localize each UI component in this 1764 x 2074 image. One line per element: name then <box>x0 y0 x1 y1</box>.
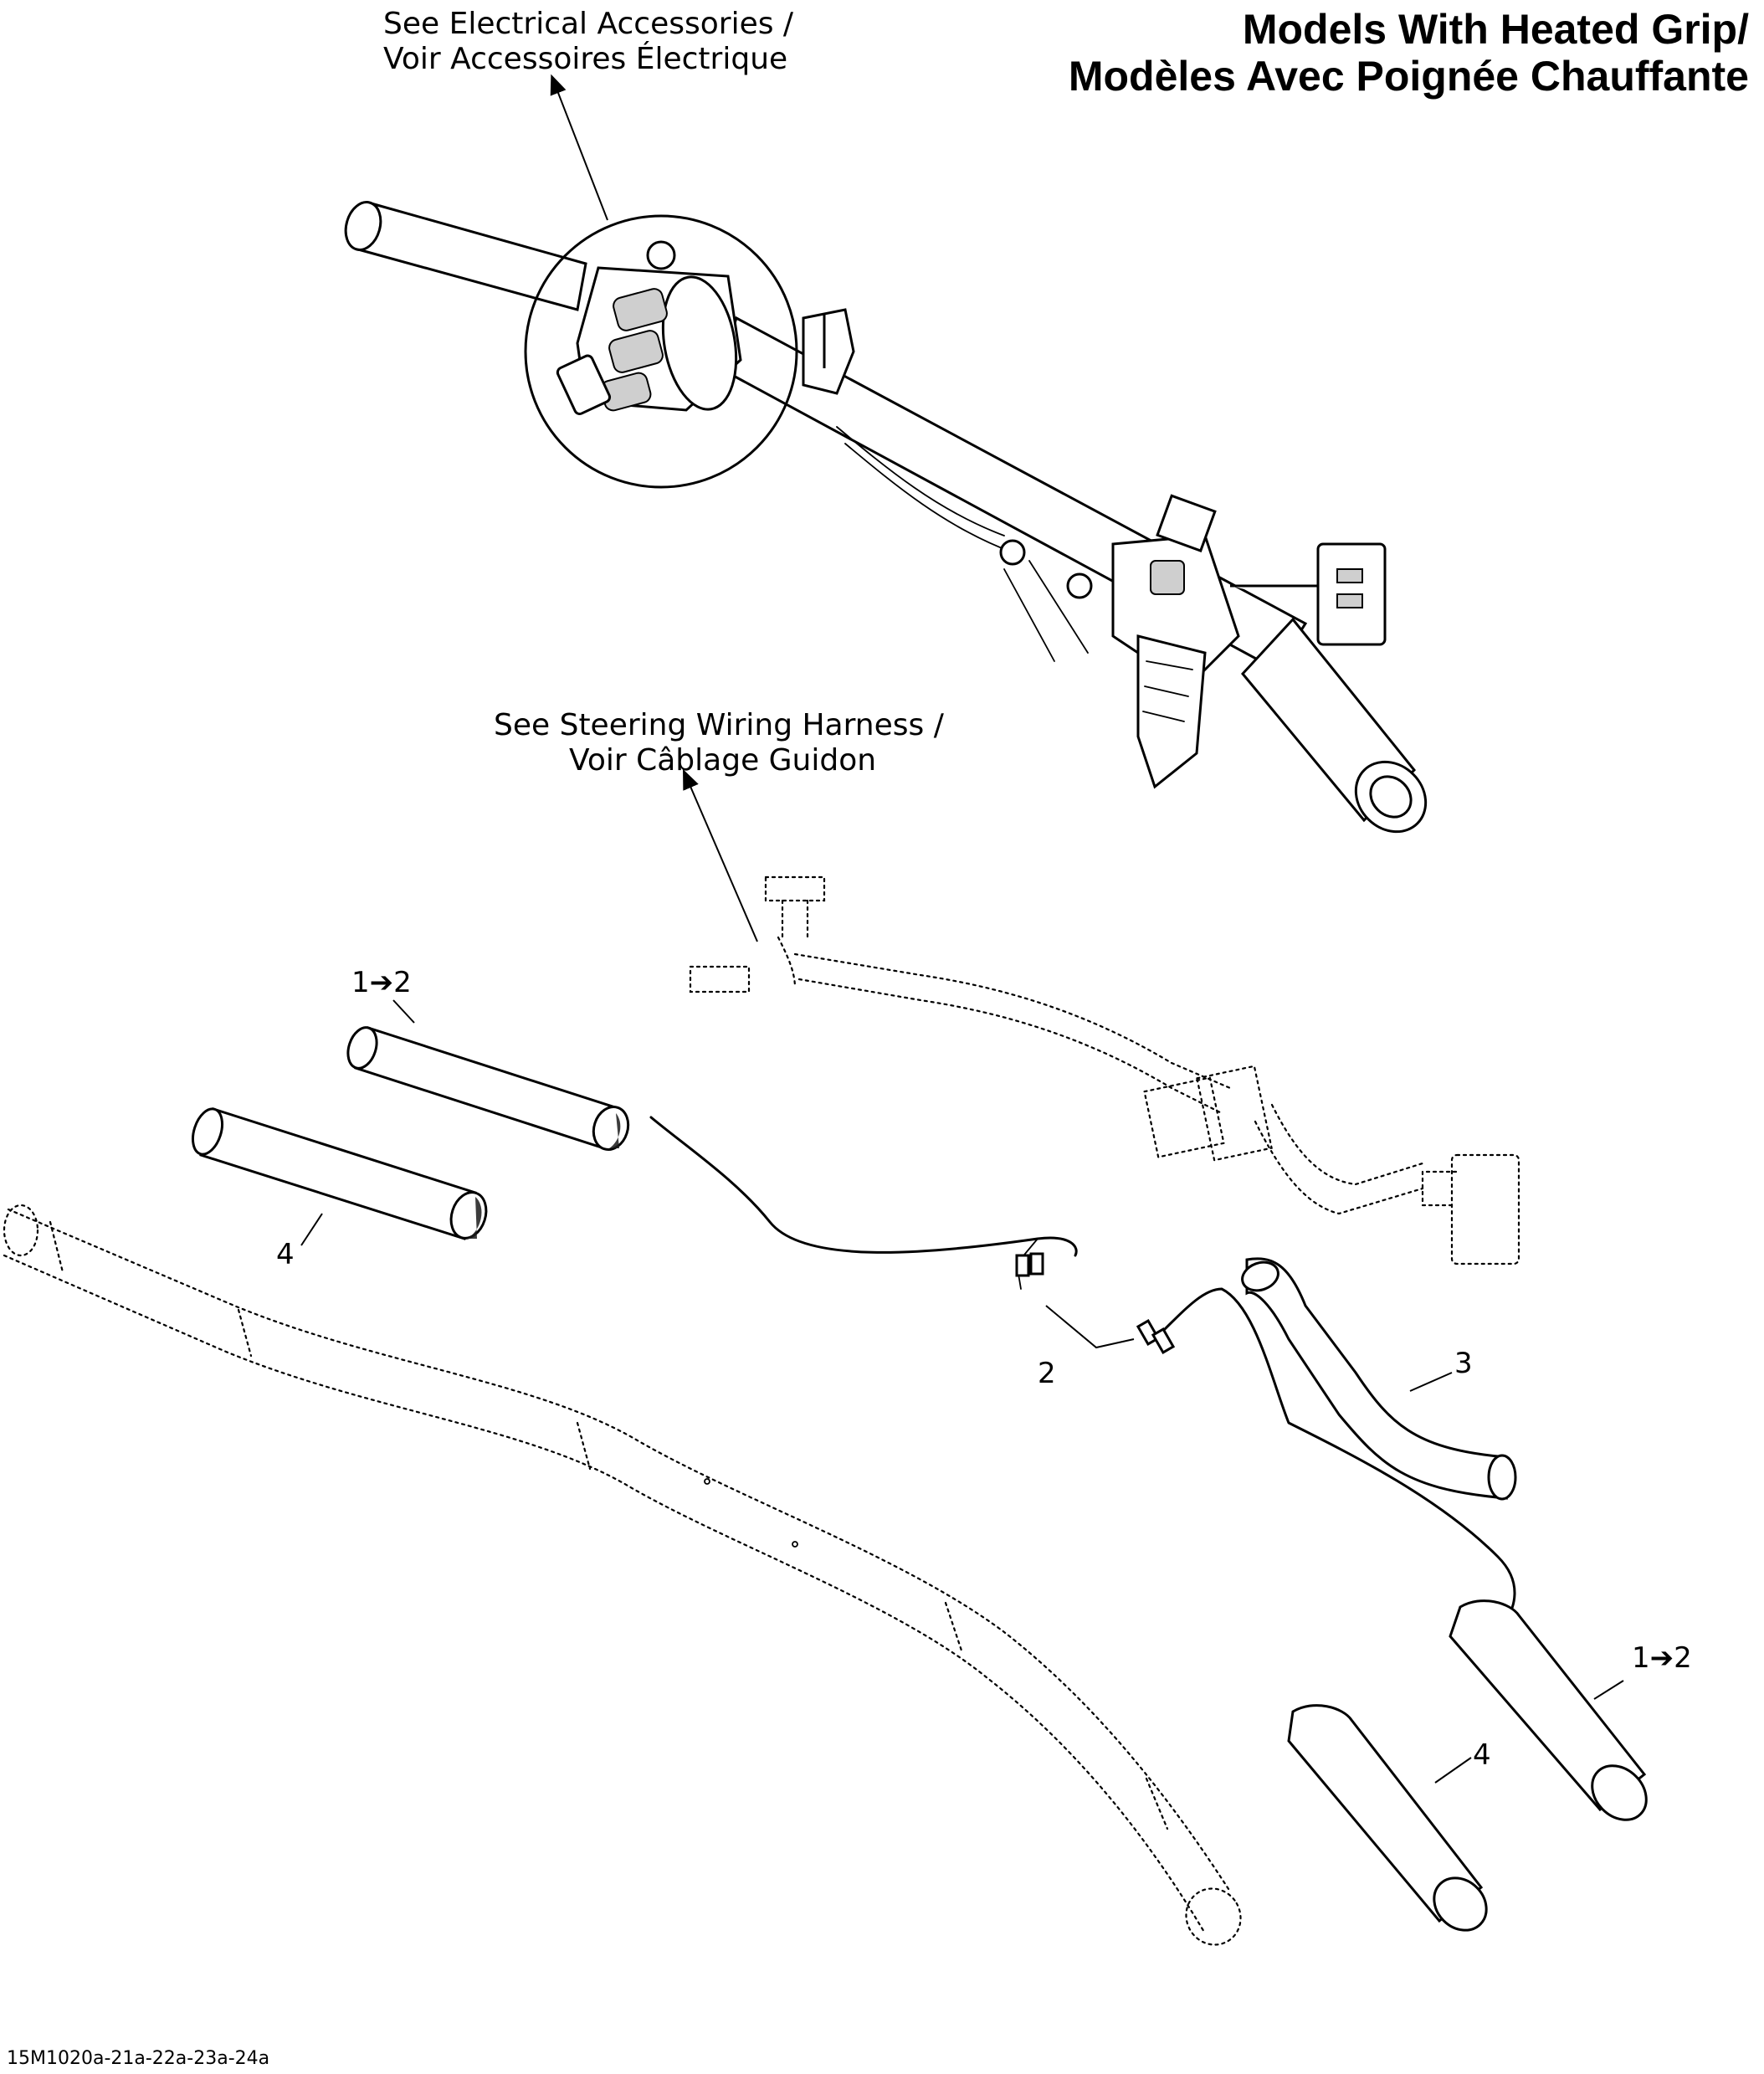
callout-grip-right-leader <box>1593 1680 1624 1700</box>
callout-connector-leader <box>1045 1305 1135 1349</box>
steering-reference-line-1: See Steering Wiring Harness / <box>494 708 945 742</box>
steering-reference-line-2: Voir Câblage Guidon <box>569 743 876 778</box>
callout-tube: 3 <box>1454 1347 1473 1380</box>
callout-connector: 2 <box>1038 1357 1056 1390</box>
grip-tube <box>1241 1257 1517 1501</box>
drawing-code: 15M1020a-21a-22a-23a-24a <box>7 2048 269 2069</box>
callout-tube-leader <box>1409 1372 1453 1392</box>
detail-circle <box>524 214 798 489</box>
handlebar-assembly <box>344 201 1428 834</box>
callout-grip-left: 1➔2 <box>351 966 412 999</box>
callout-cover-right: 4 <box>1473 1738 1491 1772</box>
title-line-1: Models With Heated Grip/ <box>1243 6 1749 53</box>
grip-heater-wire <box>649 1116 1516 1621</box>
callout-grip-right: 1➔2 <box>1632 1641 1692 1675</box>
electrical-reference-line-2: Voir Accessoires Électrique <box>383 41 787 76</box>
heated-grip-tube-right <box>1449 1599 1648 1821</box>
callout-cover-left-leader <box>300 1213 323 1246</box>
handlebar-tube-phantom <box>3 1204 1242 1946</box>
grip-cover-left <box>191 1107 488 1240</box>
callout-cover-right-leader <box>1434 1757 1472 1784</box>
electrical-reference-line-1: See Electrical Accessories / <box>383 7 794 41</box>
electrical-reference-arrow <box>550 74 608 221</box>
callout-grip-left-leader <box>392 999 415 1024</box>
heated-grip-tube-left <box>346 1026 630 1151</box>
callout-cover-left: 4 <box>276 1238 295 1271</box>
steering-wiring-harness <box>689 875 1520 1265</box>
grip-cover-right <box>1287 1704 1488 1932</box>
steering-reference-arrow <box>683 768 758 942</box>
title-line-2: Modèles Avec Poignée Chauffante <box>1069 53 1749 100</box>
